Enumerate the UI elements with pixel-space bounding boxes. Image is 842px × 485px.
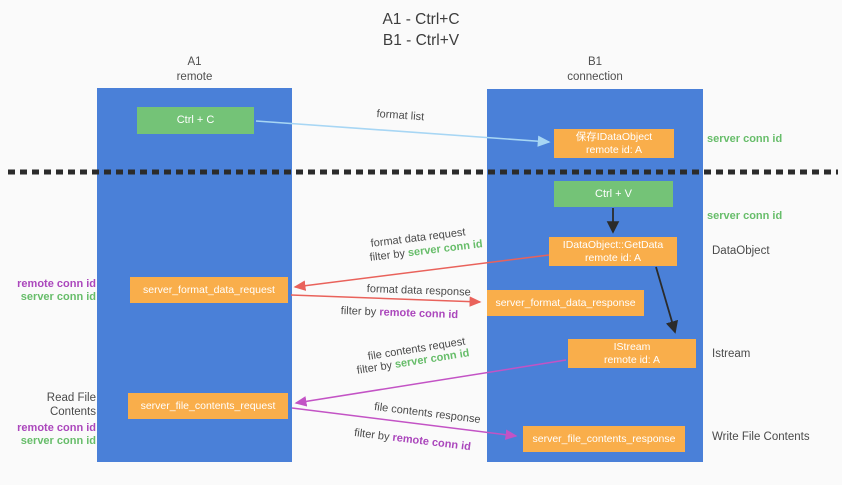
server-file-contents-request-node: server_file_contents_request [128, 393, 288, 419]
format-data-response-filter-label: filter by remote conn id [341, 305, 459, 321]
filter-by-text: filter by [369, 247, 406, 264]
filter-by-text: filter by [353, 427, 391, 444]
server-format-data-request-label: server_format_data_request [143, 283, 275, 296]
column-b1-name: B1 [587, 56, 603, 68]
column-b1-subtitle: connection [567, 71, 623, 83]
istream-line2: remote id: A [603, 353, 661, 366]
server-conn-id-label-mid: server conn id [707, 210, 783, 222]
istream-line1: IStream [613, 340, 651, 353]
ctrl-c-node: Ctrl + C [137, 107, 254, 134]
ctrl-v-label: Ctrl + V [595, 187, 632, 200]
write-file-contents-label: Write File Contents [712, 431, 810, 443]
ctrl-v-node: Ctrl + V [554, 181, 673, 207]
server-conn-id-left-label: server conn id [20, 291, 96, 303]
server-file-contents-response-node: server_file_contents_response [523, 426, 685, 452]
read-file-contents-label: Read File Contents [46, 392, 96, 418]
format-conn-id-left-labels: remote conn id server conn id [0, 278, 96, 304]
server-format-data-request-node: server_format_data_request [130, 277, 288, 303]
format-list-label: format list [376, 108, 425, 124]
filter-by-text: filter by [356, 359, 393, 377]
filter-by-text: filter by [340, 305, 377, 319]
ctrl-c-label: Ctrl + C [176, 114, 215, 126]
dataobject-label: DataObject [712, 245, 770, 257]
column-header-a1: A1 remote [97, 55, 292, 85]
title-line-2: B1 - Ctrl+V [382, 32, 460, 49]
server-file-contents-response-label: server_file_contents_response [532, 432, 676, 445]
save-dataobject-line2: remote id: A [585, 143, 643, 156]
istream-node: IStream remote id: A [568, 339, 696, 368]
remote-conn-id-left-label: remote conn id [17, 278, 96, 290]
server-conn-id-label-top: server conn id [707, 133, 783, 145]
file-contents-response-filter-label: filter by remote conn id [354, 427, 472, 453]
getdata-line1: IDataObject::GetData [562, 238, 664, 251]
getdata-line2: remote id: A [584, 251, 642, 264]
getdata-node: IDataObject::GetData remote id: A [549, 237, 677, 266]
remote-conn-id-left-label: remote conn id [17, 422, 96, 434]
format-data-response-label: format data response [366, 283, 471, 299]
server-conn-id-left-label: server conn id [20, 435, 96, 447]
istream-side-label: Istream [712, 348, 751, 360]
column-a1-name: A1 [187, 56, 202, 68]
file-conn-id-left-labels: Read File Contents remote conn id server… [0, 391, 96, 448]
server-file-contents-request-label: server_file_contents_request [140, 399, 276, 412]
file-contents-response-label: file contents response [373, 401, 482, 426]
column-header-b1: B1 connection [487, 55, 703, 85]
title-line-1: A1 - Ctrl+C [382, 11, 460, 28]
server-format-data-response-label: server_format_data_response [495, 296, 636, 309]
remote-conn-id-text: remote conn id [391, 431, 472, 454]
remote-conn-id-text: remote conn id [379, 306, 459, 322]
diagram-title: A1 - Ctrl+C B1 - Ctrl+V [0, 9, 842, 51]
server-format-data-response-node: server_format_data_response [487, 290, 644, 316]
save-dataobject-node: 保存IDataObject remote id: A [554, 129, 674, 158]
column-a1-subtitle: remote [176, 71, 213, 83]
save-dataobject-line1: 保存IDataObject [575, 130, 653, 143]
